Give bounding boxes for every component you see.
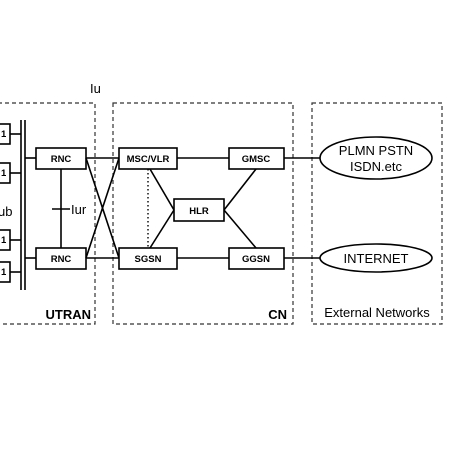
- iu-label: Iu: [90, 81, 101, 96]
- plmn-ellipse: [319, 136, 433, 180]
- iub-label: ub: [0, 204, 12, 219]
- sgsn-to-hlr: [149, 209, 175, 249]
- node-b-glyph-3: 1: [1, 235, 7, 246]
- msc-vlr-label: MSC/VLR: [127, 154, 170, 165]
- cn-region: [112, 102, 294, 325]
- node-b-glyph-2: 1: [1, 168, 7, 179]
- rnc-top-label: RNC: [51, 154, 72, 165]
- hlr-to-gmsc: [223, 168, 257, 211]
- hlr-to-ggsn: [223, 209, 257, 249]
- internet-label: INTERNET: [344, 251, 409, 266]
- external-networks-region: [311, 102, 443, 325]
- msc-to-hlr: [149, 168, 175, 211]
- node-b-glyph-4: 1: [1, 267, 7, 278]
- utran-region: [0, 102, 96, 325]
- gmsc-label: GMSC: [242, 154, 271, 165]
- sgsn-label: SGSN: [135, 254, 162, 265]
- external-networks-label: External Networks: [324, 305, 430, 320]
- internet-ellipse: [319, 243, 433, 273]
- node-b-glyph-1: 1: [1, 129, 7, 140]
- plmn-label-line1: PLMN PSTN: [339, 143, 413, 158]
- iur-label: Iur: [71, 202, 87, 217]
- plmn-label-line2: ISDN.etc: [350, 159, 403, 174]
- utran-label: UTRAN: [46, 307, 92, 322]
- rnc-bottom-label: RNC: [51, 254, 72, 265]
- hlr-label: HLR: [189, 206, 209, 217]
- ggsn-label: GGSN: [242, 254, 270, 265]
- rnc-bottom-to-msc: [85, 157, 120, 259]
- cn-label: CN: [268, 307, 287, 322]
